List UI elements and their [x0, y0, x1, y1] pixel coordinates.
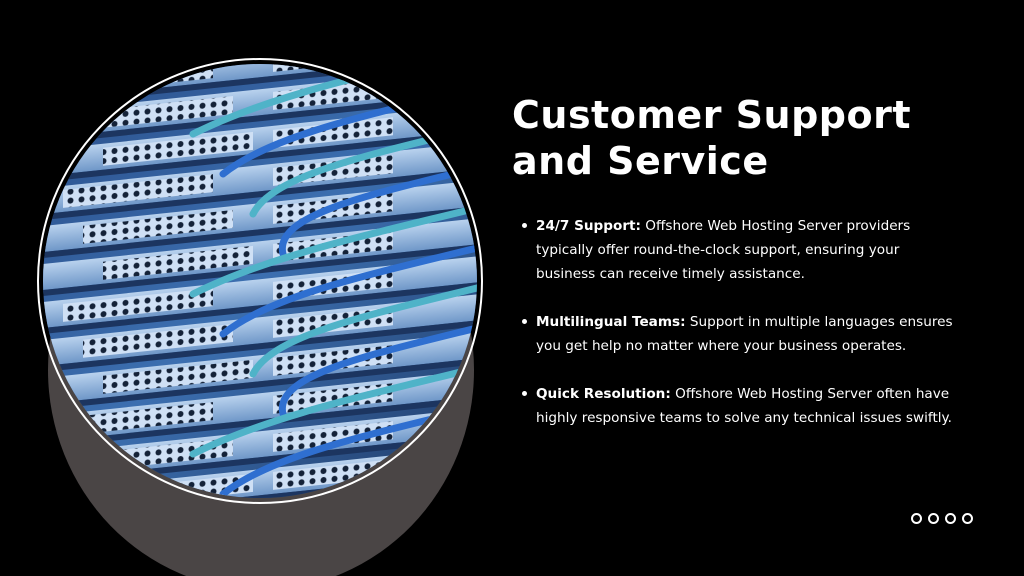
bullet-item: Quick Resolution: Offshore Web Hosting S… [520, 382, 960, 430]
pager-dot-icon [945, 513, 956, 524]
bullet-text: Offshore Web Hosting Server often have h… [536, 386, 952, 426]
slide-title: Customer Support and Service [512, 92, 982, 184]
pager-dot-icon [928, 513, 939, 524]
bullet-dot-icon [522, 223, 527, 228]
bullet-dot-icon [522, 391, 527, 396]
photo-frame-ring [37, 58, 483, 504]
bullet-term: Quick Resolution: [536, 386, 671, 402]
bullet-text: Support in multiple languages ensures yo… [536, 314, 953, 354]
bullet-text: Offshore Web Hosting Server providers ty… [536, 218, 911, 282]
pager-dot-icon [911, 513, 922, 524]
bullet-item: Multilingual Teams: Support in multiple … [520, 310, 960, 358]
bullet-term: Multilingual Teams: [536, 314, 686, 330]
bullet-term: 24/7 Support: [536, 218, 641, 234]
title-line-1: Customer Support [512, 93, 912, 137]
pager-dot-icon [962, 513, 973, 524]
bullet-list: 24/7 Support: Offshore Web Hosting Serve… [520, 214, 960, 454]
bullet-item: 24/7 Support: Offshore Web Hosting Serve… [520, 214, 960, 286]
pager-dots [911, 513, 973, 524]
bullet-dot-icon [522, 319, 527, 324]
title-line-2: and Service [512, 139, 769, 183]
